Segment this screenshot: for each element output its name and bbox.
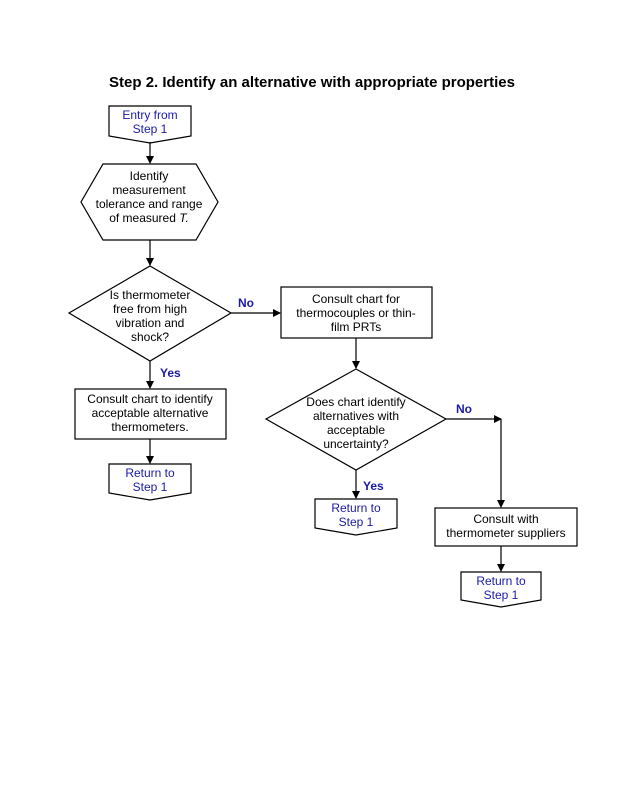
consult-suppliers-box: Consult with thermometer suppliers — [434, 507, 578, 547]
identify-line-4-text: of measured — [109, 211, 179, 225]
consult-alternatives-line-1: Consult chart to identify — [87, 392, 212, 406]
identify-line-3: tolerance and range — [96, 197, 203, 211]
entry-terminal-line-1: Entry from — [122, 108, 177, 122]
vibration-decision-line-3: vibration and — [116, 316, 185, 330]
return-1-line-2: Step 1 — [133, 480, 168, 494]
page-title: Step 2. Identify an alternative with app… — [109, 74, 515, 91]
uncertainty-decision-line-2: alternatives with — [313, 409, 399, 423]
return-terminal-3: Return to Step 1 — [460, 571, 542, 608]
vibration-decision-diamond: Is thermometer free from high vibration … — [67, 265, 233, 362]
uncertainty-decision-line-3: acceptable — [327, 423, 385, 437]
edge-label-no-uncertainty: No — [456, 402, 472, 416]
consult-alternatives-line-2: acceptable alternative — [92, 406, 209, 420]
consult-thermocouples-box: Consult chart for thermocouples or thin-… — [280, 286, 433, 339]
return-terminal-1: Return to Step 1 — [108, 463, 192, 501]
return-1-line-1: Return to — [125, 466, 175, 480]
vibration-decision-line-1: Is thermometer — [110, 288, 191, 302]
identify-measurement-hexagon: Identify measurement tolerance and range… — [80, 163, 219, 241]
uncertainty-decision-line-1: Does chart identify — [306, 395, 405, 409]
consult-thermocouples-line-2: thermocouples or thin- — [296, 306, 415, 320]
uncertainty-decision-line-4: uncertainty? — [323, 437, 389, 451]
consult-suppliers-line-2: thermometer suppliers — [446, 526, 565, 540]
entry-terminal-line-2: Step 1 — [133, 122, 168, 136]
consult-thermocouples-line-1: Consult chart for — [312, 292, 400, 306]
return-2-line-2: Step 1 — [339, 515, 374, 529]
edge-label-no-vibration: No — [238, 296, 254, 310]
vibration-decision-line-2: free from high — [113, 302, 187, 316]
identify-line-4: of measured T. — [109, 211, 189, 225]
edge-label-yes-uncertainty: Yes — [363, 479, 384, 493]
consult-thermocouples-line-3: film PRTs — [331, 320, 381, 334]
vibration-decision-line-4: shock? — [131, 330, 169, 344]
consult-suppliers-line-1: Consult with — [473, 512, 538, 526]
return-3-line-2: Step 1 — [484, 588, 519, 602]
return-2-line-1: Return to — [331, 501, 381, 515]
return-3-line-1: Return to — [476, 574, 526, 588]
identify-line-4-italic: T. — [179, 211, 189, 225]
consult-alternatives-box: Consult chart to identify acceptable alt… — [74, 388, 227, 440]
consult-alternatives-line-3: thermometers. — [111, 420, 188, 434]
uncertainty-decision-diamond: Does chart identify alternatives with ac… — [264, 368, 448, 471]
entry-terminal: Entry from Step 1 — [108, 105, 192, 144]
return-terminal-2: Return to Step 1 — [314, 498, 398, 536]
identify-line-2: measurement — [112, 183, 186, 197]
identify-line-1: Identify — [130, 169, 169, 183]
edge-label-yes-vibration: Yes — [160, 366, 181, 380]
